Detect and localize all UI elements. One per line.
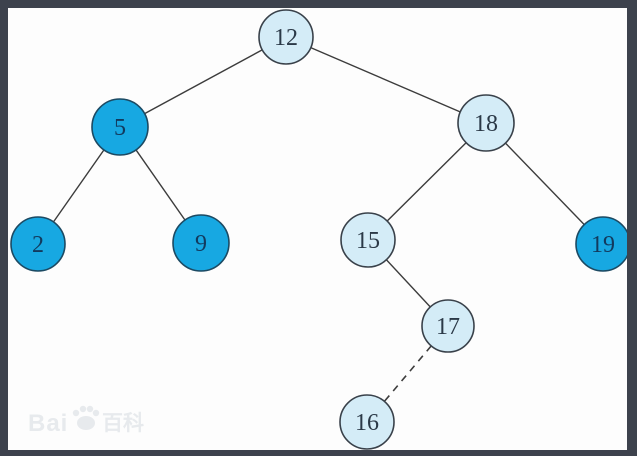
tree-node-18: 18 xyxy=(457,94,515,152)
watermark-text-cjk: 百科 xyxy=(102,411,144,435)
tree-nodes-layer: 12 5 18 2 9 15 19 17 16 xyxy=(10,9,627,450)
tree-edge-12-5 xyxy=(119,36,287,128)
tree-node-2: 2 xyxy=(10,216,66,272)
tree-node-17: 17 xyxy=(421,299,475,353)
binary-tree-diagram: 12 5 18 2 9 15 19 17 16 Bai 百科 xyxy=(10,9,627,450)
baidu-watermark: Bai 百科 xyxy=(28,405,144,437)
tree-node-circle-5 xyxy=(91,98,149,156)
tree-node-label-9: 9 xyxy=(195,231,207,257)
tree-node-label-19: 19 xyxy=(591,232,615,258)
tree-node-16: 16 xyxy=(339,394,395,450)
watermark-text-latin: Bai xyxy=(28,410,68,437)
tree-node-circle-18 xyxy=(457,94,515,152)
tree-node-12: 12 xyxy=(258,9,314,65)
tree-node-label-16: 16 xyxy=(355,410,379,436)
tree-node-circle-17 xyxy=(421,299,475,353)
tree-node-15: 15 xyxy=(340,212,396,268)
tree-node-circle-16 xyxy=(339,394,395,450)
tree-edges-layer xyxy=(37,36,604,423)
tree-node-9: 9 xyxy=(172,214,230,272)
diagram-canvas: 12 5 18 2 9 15 19 17 16 Bai 百科 xyxy=(8,8,627,450)
tree-node-circle-12 xyxy=(258,9,314,65)
tree-node-label-2: 2 xyxy=(32,232,44,258)
tree-node-5: 5 xyxy=(91,98,149,156)
tree-edge-12-18 xyxy=(285,36,487,124)
tree-node-19: 19 xyxy=(575,216,627,272)
tree-node-label-5: 5 xyxy=(114,115,126,141)
tree-node-label-15: 15 xyxy=(356,228,380,254)
baidu-paw-icon xyxy=(72,405,100,430)
tree-node-circle-19 xyxy=(575,216,627,272)
tree-node-circle-15 xyxy=(340,212,396,268)
tree-node-circle-2 xyxy=(10,216,66,272)
tree-node-label-17: 17 xyxy=(436,314,460,340)
tree-node-circle-9 xyxy=(172,214,230,272)
tree-node-label-12: 12 xyxy=(274,25,298,51)
tree-node-label-18: 18 xyxy=(474,111,498,137)
